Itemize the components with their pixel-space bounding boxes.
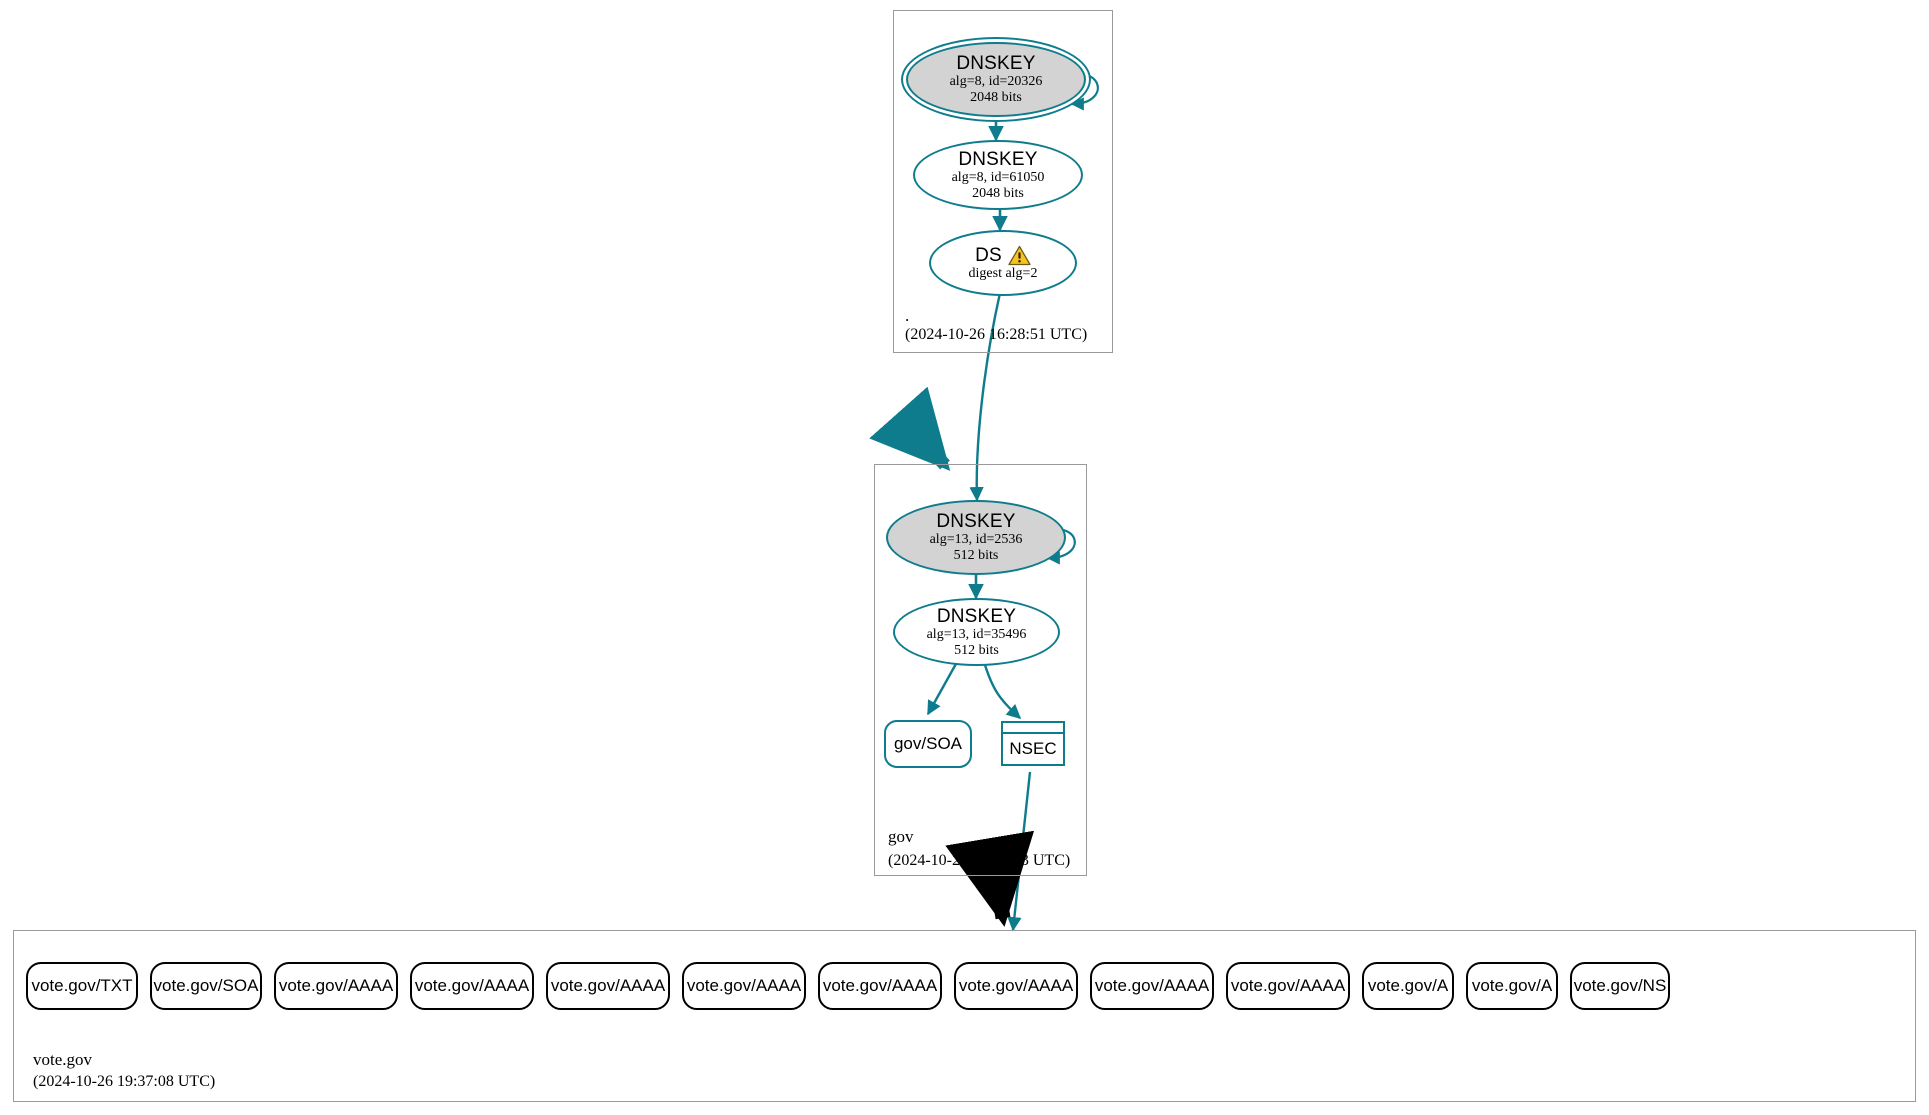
record-box-r2[interactable]: vote.gov/SOA	[150, 962, 262, 1010]
node-root-zsk-title: DNSKEY	[958, 148, 1038, 170]
record-box-label: vote.gov/AAAA	[550, 976, 666, 995]
record-box-r6[interactable]: vote.gov/AAAA	[682, 962, 806, 1010]
zone-label-root-name: .	[905, 306, 910, 325]
node-gov-ksk-size: 512 bits	[953, 548, 999, 563]
record-box-r4[interactable]: vote.gov/AAAA	[410, 962, 534, 1010]
record-box-label: vote.gov/AAAA	[414, 976, 530, 995]
node-root-zsk-alg: alg=8, id=61050	[951, 169, 1045, 185]
node-root-zsk[interactable]: DNSKEY alg=8, id=61050 2048 bits	[913, 140, 1083, 210]
record-box-r5[interactable]: vote.gov/AAAA	[546, 962, 670, 1010]
node-gov-zsk-alg: alg=13, id=35496	[926, 626, 1027, 642]
edge-ds-to-gov-ksk	[969, 292, 1002, 502]
node-root-ksk-title: DNSKEY	[956, 53, 1036, 74]
warning-triangle-icon	[1008, 245, 1031, 266]
zone-label-vote-gov-timestamp: (2024-10-26 19:37:08 UTC)	[33, 1073, 216, 1090]
node-root-ksk[interactable]: DNSKEY alg=8, id=20326 2048 bits	[906, 42, 1086, 117]
record-box-r12[interactable]: vote.gov/A	[1466, 962, 1558, 1010]
node-gov-soa-label: gov/SOA	[893, 734, 963, 753]
zone-box-vote-gov	[13, 930, 1916, 1102]
record-box-label: vote.gov/SOA	[153, 976, 259, 995]
node-root-ds-title-row: DS	[975, 245, 1031, 266]
zone-label-gov-name: gov	[888, 827, 914, 846]
node-root-ksk-size: 2048 bits	[970, 90, 1022, 105]
node-gov-nsec[interactable]: NSEC	[1001, 721, 1065, 766]
zone-box-gov	[874, 464, 1087, 876]
edge-gov-to-votegov-delegation	[945, 830, 1035, 927]
node-gov-zsk-title: DNSKEY	[936, 605, 1017, 627]
record-box-label: vote.gov/AAAA	[686, 976, 802, 995]
edge-gov-zsk-to-nsec	[983, 664, 1022, 719]
record-box-label: vote.gov/TXT	[31, 976, 133, 995]
node-root-zsk-size: 2048 bits	[972, 185, 1024, 201]
record-box-label: vote.gov/AAAA	[1094, 976, 1210, 995]
node-gov-ksk[interactable]: DNSKEY alg=13, id=2536 512 bits	[886, 500, 1066, 575]
record-box-r8[interactable]: vote.gov/AAAA	[954, 962, 1078, 1010]
node-gov-ksk-alg: alg=13, id=2536	[929, 532, 1023, 547]
zone-label-vote-gov-name: vote.gov	[33, 1050, 93, 1069]
record-box-r13[interactable]: vote.gov/NS	[1570, 962, 1670, 1010]
node-gov-ksk-title: DNSKEY	[936, 511, 1016, 532]
record-box-label: vote.gov/A	[1471, 976, 1553, 995]
record-box-label: vote.gov/NS	[1573, 976, 1667, 995]
record-box-r11[interactable]: vote.gov/A	[1362, 962, 1454, 1010]
record-box-r10[interactable]: vote.gov/AAAA	[1226, 962, 1350, 1010]
node-gov-soa[interactable]: gov/SOA	[884, 720, 972, 768]
edge-gov-zsk-to-soa	[926, 661, 959, 716]
node-root-ds-title: DS	[975, 244, 1002, 266]
record-box-label: vote.gov/AAAA	[278, 976, 394, 995]
node-gov-zsk-size: 512 bits	[954, 642, 999, 658]
vote-gov-record-list: vote.gov/TXT vote.gov/SOA vote.gov/AAAA vot…	[26, 962, 1670, 1010]
nsec-top-strip	[1001, 721, 1065, 732]
record-box-r3[interactable]: vote.gov/AAAA	[274, 962, 398, 1010]
node-root-ds[interactable]: DS digest alg=2	[929, 230, 1077, 296]
zone-label-gov-timestamp: (2024-10-26 17:06:13 UTC)	[888, 852, 1071, 869]
record-box-r1[interactable]: vote.gov/TXT	[26, 962, 138, 1010]
edge-root-to-gov-delegation	[869, 386, 951, 471]
node-gov-zsk[interactable]: DNSKEY alg=13, id=35496 512 bits	[893, 598, 1060, 666]
record-box-r9[interactable]: vote.gov/AAAA	[1090, 962, 1214, 1010]
record-box-label: vote.gov/AAAA	[1230, 976, 1346, 995]
record-box-r7[interactable]: vote.gov/AAAA	[818, 962, 942, 1010]
record-box-label: vote.gov/AAAA	[958, 976, 1074, 995]
zone-box-root	[893, 10, 1113, 353]
zone-label-root-timestamp: (2024-10-26 16:28:51 UTC)	[905, 326, 1088, 343]
node-gov-nsec-label: NSEC	[1001, 732, 1065, 766]
node-root-ds-digest: digest alg=2	[968, 265, 1038, 281]
node-root-ksk-alg: alg=8, id=20326	[949, 74, 1043, 89]
record-box-label: vote.gov/A	[1367, 976, 1449, 995]
record-box-label: vote.gov/AAAA	[822, 976, 938, 995]
